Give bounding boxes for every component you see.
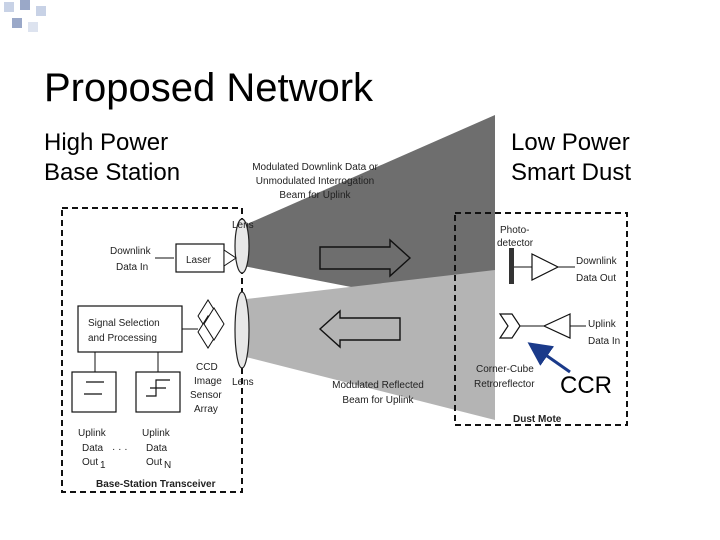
- signal-selection-label-2: and Processing: [88, 333, 157, 344]
- downlink-arrow: [319, 238, 412, 278]
- uplink-out1-sub: 1: [100, 460, 106, 471]
- uplink-out1-label-1: Uplink: [78, 428, 107, 439]
- downlink-beam: [238, 115, 495, 315]
- ccd-label-3: Sensor: [190, 390, 222, 401]
- ccd-array-icon: [197, 299, 225, 349]
- uplink-out1-label-2: Data: [82, 443, 104, 454]
- modulated-reflected-label-2: Beam for Uplink: [342, 395, 414, 406]
- uplink-arrow: [318, 309, 401, 349]
- outputs-ellipsis: · · ·: [112, 444, 128, 455]
- corner-cube-label-2: Retroreflector: [474, 379, 535, 390]
- corner-cube-label-1: Corner-Cube: [476, 364, 534, 375]
- uplink-data-in-label-2: Data In: [588, 336, 620, 347]
- uplink-outn-sub: N: [164, 460, 171, 471]
- ccd-label-2: Image: [194, 376, 222, 387]
- downlink-amplifier: [531, 253, 560, 281]
- lens-top: [234, 218, 250, 274]
- uplink-outn-label-2: Data: [146, 443, 168, 454]
- downlink-data-in-label-1: Downlink: [110, 246, 152, 257]
- laser-label: Laser: [186, 255, 212, 266]
- signal-selection-label-1: Signal Selection: [88, 318, 160, 329]
- photodetector-label-2: detector: [497, 238, 534, 249]
- dust-mote-label: Dust Mote: [513, 414, 562, 425]
- photodetector-bar: [509, 248, 514, 284]
- reflected-beam: [238, 270, 495, 420]
- ccr-pointer-arrow: [527, 342, 571, 374]
- output-box-1: [71, 371, 117, 413]
- corner-cube-reflector-icon: [498, 313, 521, 339]
- low-power-smart-dust-label: Low Power Smart Dust: [511, 129, 632, 186]
- modulated-reflected-label-1: Modulated Reflected: [332, 380, 424, 391]
- lens-bottom: [234, 291, 250, 369]
- lens-top-label: Lens: [232, 220, 254, 231]
- lens-bottom-label: Lens: [232, 377, 254, 388]
- uplink-data-in-label-1: Uplink: [588, 319, 617, 330]
- ccr-label: CCR: [560, 372, 612, 399]
- ccd-label-1: CCD: [196, 362, 218, 373]
- base-station-transceiver-label: Base-Station Transceiver: [96, 479, 216, 490]
- laser-box: [175, 243, 225, 273]
- downlink-data-out-label-1: Downlink: [576, 256, 618, 267]
- uplink-outn-label-1: Uplink: [142, 428, 171, 439]
- high-power-base-station-label: High Power Base Station: [44, 129, 181, 186]
- signal-selection-box: [77, 305, 183, 353]
- uplink-out1-label-3: Out: [82, 457, 98, 468]
- downlink-data-in-label-2: Data In: [116, 262, 148, 273]
- uplink-outn-label-3: Out: [146, 457, 162, 468]
- modulated-downlink-text-1: Modulated Downlink Data or: [252, 162, 378, 173]
- downlink-data-out-label-2: Data Out: [576, 273, 616, 284]
- uplink-driver: [542, 313, 571, 339]
- corner-decoration: [4, 0, 46, 32]
- photodetector-label-1: Photo-: [500, 225, 529, 236]
- modulated-downlink-text-3: Beam for Uplink: [279, 190, 351, 201]
- modulated-downlink-text-2: Unmodulated Interrogation: [256, 176, 374, 187]
- slide-title: Proposed Network: [44, 66, 374, 110]
- output-box-n: [135, 371, 181, 413]
- dust-mote-box: [454, 212, 628, 426]
- ccd-label-4: Array: [194, 404, 218, 415]
